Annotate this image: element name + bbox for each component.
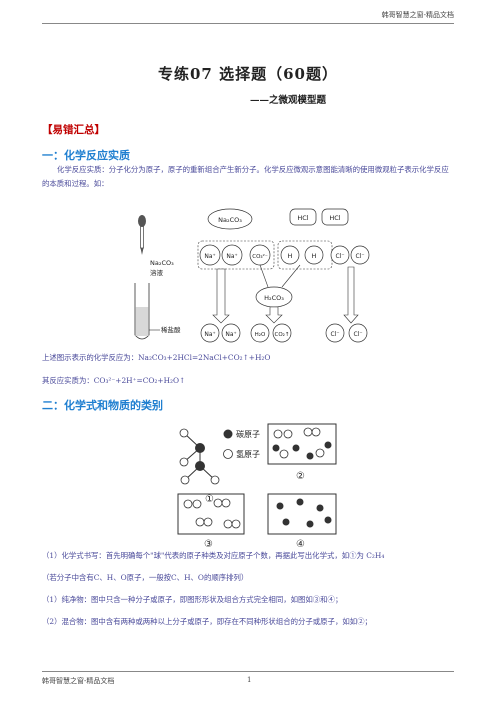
ion-top-co3: CO₃²⁻ xyxy=(252,253,268,260)
page-title: 专练07 选择题（60题） xyxy=(158,65,338,83)
molecule-diagram: ① 碳原子 氢原子 ② ③ ④ xyxy=(177,423,337,548)
ion-bottom-cl-1: Cl⁻ xyxy=(330,331,339,338)
page-number: 1 xyxy=(247,676,252,684)
ion-top-h-1: H xyxy=(288,252,293,260)
box-label-1: ① xyxy=(205,494,214,505)
na2co3-group-label: Na₂CO₃ xyxy=(218,216,242,224)
mixture-note: （2）混合物：图中含有两种或两种以上分子或原子，即存在不同种形状组合的分子或原子… xyxy=(42,617,372,626)
ion-top-h-2: H xyxy=(312,252,317,260)
reaction-essence: 其反应实质为：CO₃²⁻+2H⁺=CO₂+H₂O↑ xyxy=(42,376,186,385)
box-3 xyxy=(177,493,245,535)
ethylene-molecule xyxy=(183,432,216,481)
hydrogen-atoms xyxy=(179,428,220,485)
na2co3-solution-label: Na₂CO₃ xyxy=(150,259,174,267)
header-rule xyxy=(42,23,454,24)
error-summary-tag: 【易错汇总】 xyxy=(42,124,105,136)
solution-label: 溶液 xyxy=(150,268,164,277)
box-label-2: ② xyxy=(296,471,305,482)
box-label-4: ④ xyxy=(296,539,305,548)
section1-paragraph: 化学反应实质：分子化分为原子，原子的重新组合产生新分子。化学反应微观示意图能清晰… xyxy=(42,165,449,188)
footer-rule xyxy=(42,671,454,672)
page-subtitle: ——之微观模型题 xyxy=(250,95,327,106)
h2co3-label: H₂CO₃ xyxy=(264,294,284,302)
hcl-label-2: HCl xyxy=(329,214,340,222)
box-4 xyxy=(267,493,337,535)
dilute-hcl-label: 稀盐酸 xyxy=(161,325,181,334)
pure-substance-note: （1）纯净物：图中只含一种分子或原子，即图形形状及组合方式完全相同，如图如③和④… xyxy=(42,595,343,604)
carbon-legend-icon xyxy=(223,429,233,439)
formula-writing-note: （1）化学式书写：首先明确每个"球"代表的原子种类及对应原子个数，再据此写出化学… xyxy=(42,551,385,560)
page-footer: 韩哥智慧之窗-精品文档 1 xyxy=(42,676,454,686)
ion-bottom-na-1: Na⁺ xyxy=(204,331,215,338)
hcl-label-1: HCl xyxy=(297,214,308,222)
footer-text: 韩哥智慧之窗-精品文档 xyxy=(42,677,115,685)
reaction-diagram: Na₂CO₃ 溶液 稀盐酸 Na₂CO₃ HCl HCl Na⁺ Na⁺ CO₃… xyxy=(134,208,370,343)
ion-bottom-co2: CO₂↑ xyxy=(275,331,290,338)
ion-bottom-cl-2: Cl⁻ xyxy=(353,331,362,338)
ion-bottom-h2o: H₂O xyxy=(255,332,266,338)
box-2 xyxy=(267,423,337,465)
reaction-equation: 上述图示表示的化学反应为：Na₂CO₃+2HCl=2NaCl+CO₂↑+H₂O xyxy=(42,353,271,362)
ion-top-cl-2: Cl⁻ xyxy=(355,253,364,260)
box-label-3: ③ xyxy=(204,539,213,548)
ion-top-na-1: Na⁺ xyxy=(204,253,215,260)
hydrogen-legend-icon xyxy=(223,449,233,459)
ion-bottom-na-2: Na⁺ xyxy=(225,331,236,338)
section2-heading: 二：化学式和物质的类别 xyxy=(42,399,163,412)
section1-heading: 一：化学反应实质 xyxy=(42,149,130,162)
page-header: 韩哥智慧之窗-精品文档 xyxy=(381,11,454,19)
test-tube-icon xyxy=(134,283,150,340)
ion-top-na-2: Na⁺ xyxy=(226,253,237,260)
element-order-note: （若分子中含有C、H、O原子，一般按C、H、O的顺序排列） xyxy=(42,573,249,582)
carbon-legend-label: 碳原子 xyxy=(236,429,260,439)
carbon-atoms xyxy=(195,443,205,471)
ion-top-cl-1: Cl⁻ xyxy=(335,253,344,260)
dropper-icon xyxy=(138,215,146,255)
hydrogen-legend-label: 氢原子 xyxy=(236,449,260,459)
